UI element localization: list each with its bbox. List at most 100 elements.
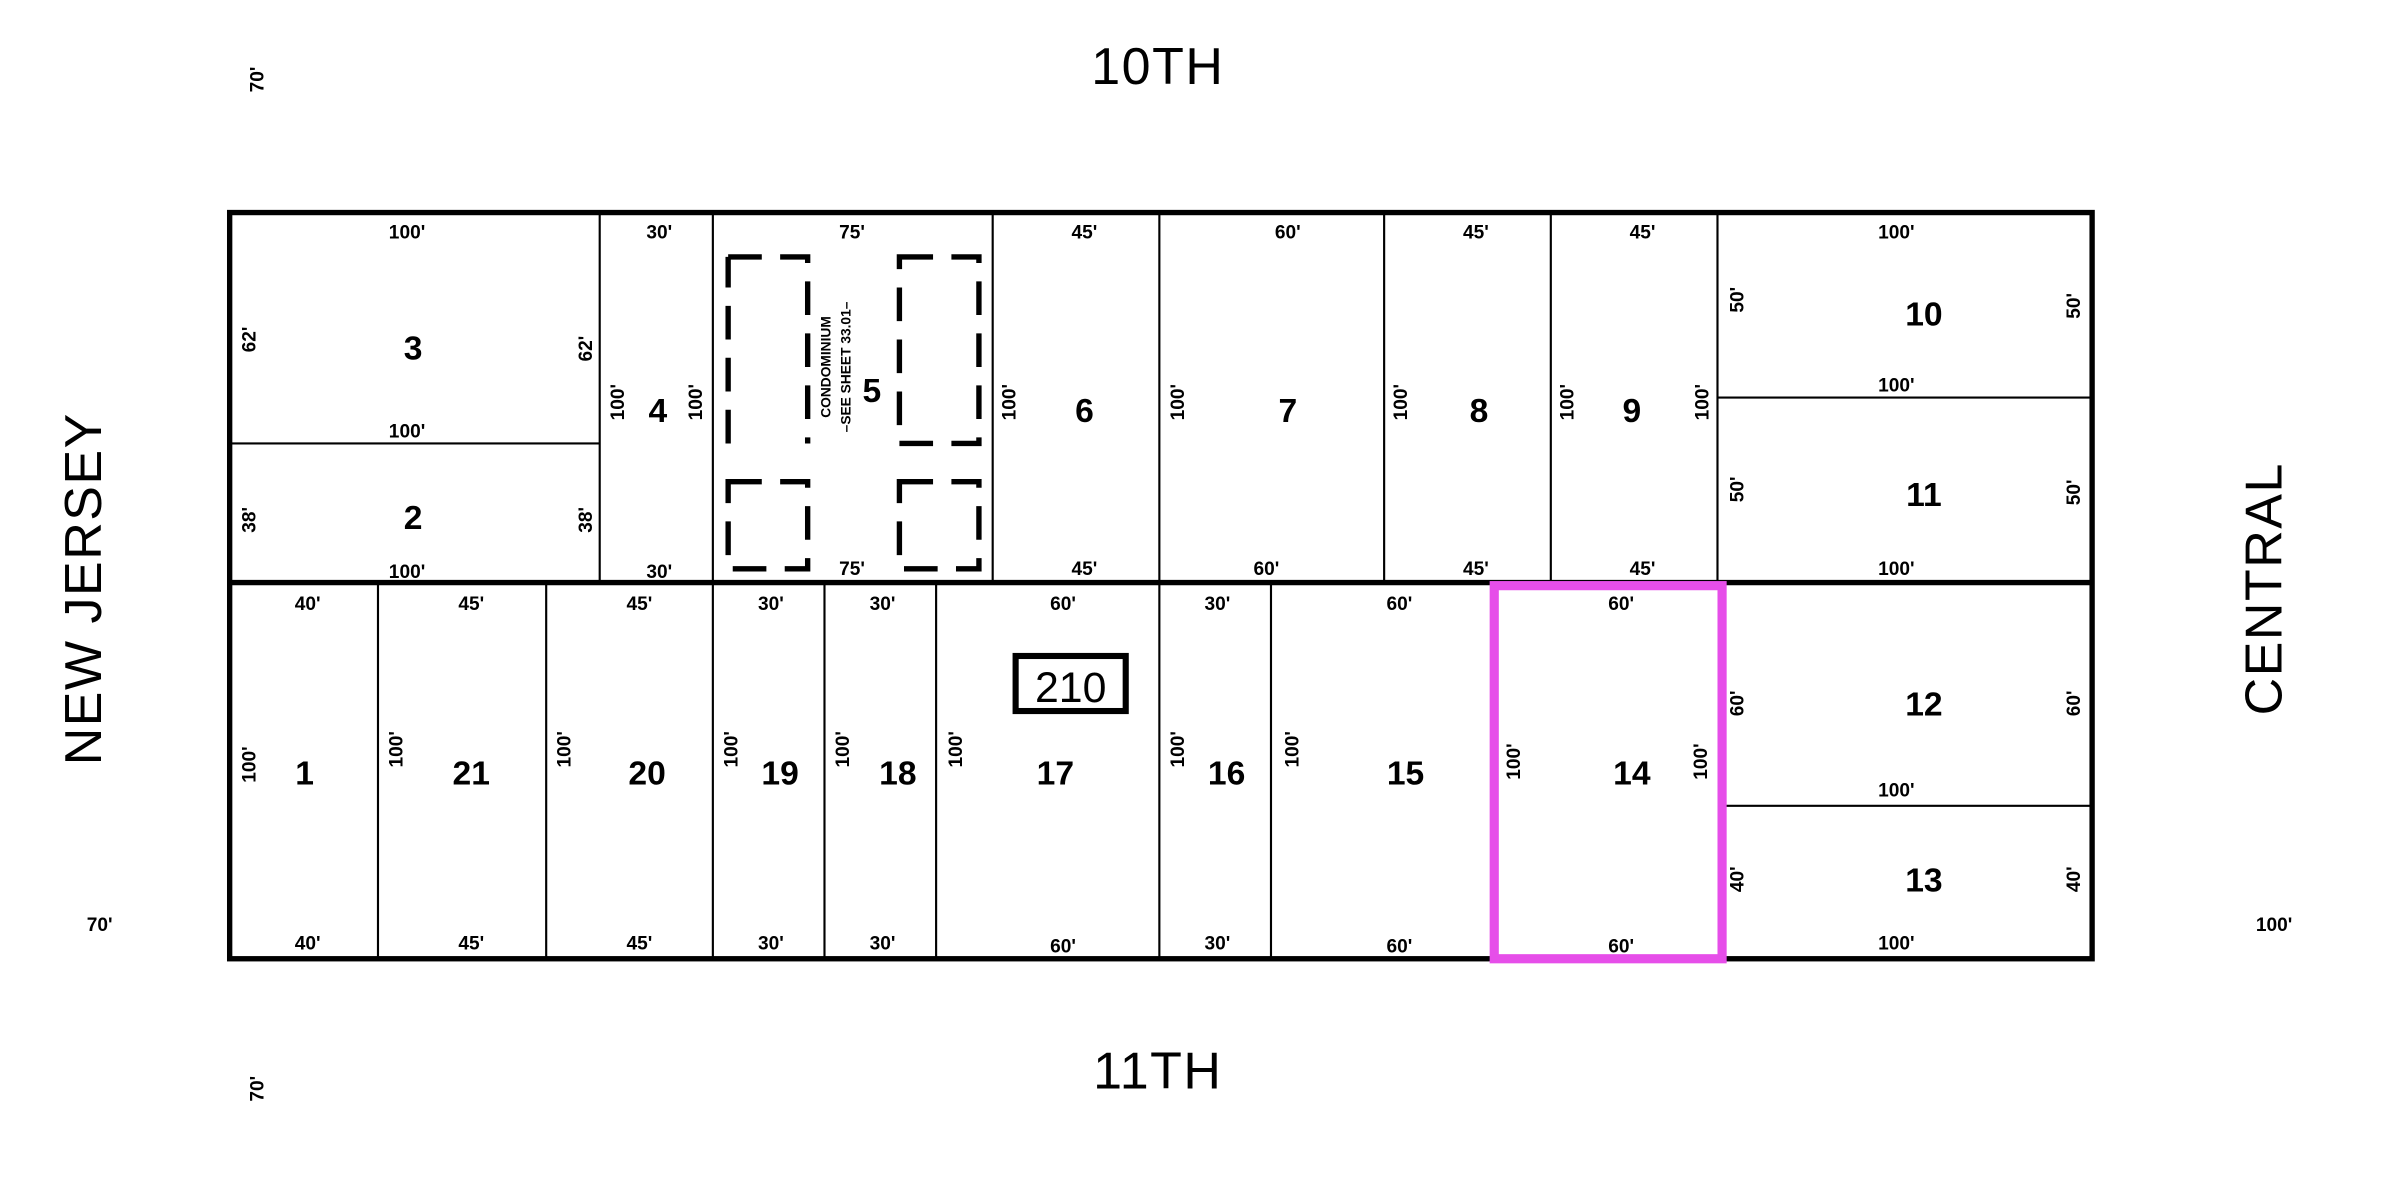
dimension-label: 50'	[2064, 479, 2085, 505]
dimension-label: 100'	[240, 746, 261, 782]
dimension-label: 60'	[1275, 223, 1301, 244]
lot-number[interactable]: 13	[1905, 862, 1942, 899]
condo-note-2: –SEE SHEET 33.01–	[838, 301, 853, 432]
dimension-label: 75'	[839, 223, 865, 244]
dimension-label: 45'	[1630, 223, 1656, 244]
dimension-label: 30'	[870, 934, 896, 955]
dimension-label: 100'	[1878, 559, 1914, 580]
dimension-label: 30'	[758, 594, 784, 615]
dimension-label: 100'	[1878, 223, 1914, 244]
dimension-label: 100'	[1878, 781, 1914, 802]
lot-number[interactable]: 14	[1613, 755, 1651, 792]
dimension-label: 100'	[1168, 384, 1189, 420]
street-east-label: CENTRAL	[2236, 462, 2294, 715]
dimension-label: 45'	[1463, 559, 1489, 580]
dimension-label: 50'	[1727, 476, 1748, 502]
dimension-label: 62'	[576, 336, 597, 362]
lot-numbers: 3 2 4 5 6 7 8 9 10 11 1 21 20 19 18 17 1…	[295, 297, 1942, 900]
lot-number[interactable]: 3	[404, 330, 423, 367]
dimension-label: 62'	[240, 327, 261, 353]
lot-number[interactable]: 2	[404, 500, 423, 537]
highlighted-lot-14[interactable]	[1489, 581, 1727, 964]
block-number: 210	[1035, 664, 1106, 712]
dimension-label: 100'	[389, 421, 425, 442]
dimension-label: 60'	[1387, 937, 1413, 958]
dimension-label: 30'	[646, 562, 672, 583]
dimension-label: 30'	[758, 934, 784, 955]
dimension-label: 38'	[576, 507, 597, 533]
street-width-west: 70'	[87, 915, 113, 936]
dimension-label: 100'	[1168, 731, 1189, 767]
lot-number[interactable]: 12	[1905, 687, 1942, 724]
lot-number[interactable]: 20	[628, 755, 665, 792]
dimension-label: 40'	[295, 594, 321, 615]
dimension-label: 100'	[946, 731, 967, 767]
dimension-label: 60'	[1387, 594, 1413, 615]
dimension-label: 100'	[1691, 743, 1712, 779]
lot-number[interactable]: 11	[1906, 477, 1942, 514]
frontage-dimensions: 100' 100' 100' 30' 30' 75' 75' 45' 45' 6…	[295, 223, 1915, 958]
dimension-label: 30'	[1205, 594, 1231, 615]
dimension-label: 100'	[608, 384, 629, 420]
dimension-label: 100'	[1558, 384, 1579, 420]
dimension-label: 100'	[1000, 384, 1021, 420]
dimension-label: 60'	[2064, 690, 2085, 716]
dimension-label: 100'	[686, 384, 707, 420]
lot-number[interactable]: 9	[1623, 393, 1642, 430]
dimension-label: 30'	[870, 594, 896, 615]
condo-note-1: CONDOMINIUM	[819, 316, 834, 418]
dimension-label: 60'	[1050, 594, 1076, 615]
dimension-label: 60'	[1608, 594, 1634, 615]
dimension-label: 45'	[627, 934, 653, 955]
dimension-label: 100'	[1878, 934, 1914, 955]
lot-number[interactable]: 5	[863, 373, 882, 410]
lot-number[interactable]: 16	[1208, 755, 1245, 792]
dimension-label: 100'	[833, 731, 854, 767]
dimension-label: 50'	[1727, 287, 1748, 313]
lot-number[interactable]: 15	[1387, 755, 1424, 792]
dimension-label: 60'	[1253, 559, 1279, 580]
lot-number[interactable]: 21	[453, 755, 490, 792]
lot-number[interactable]: 10	[1905, 297, 1942, 334]
dimension-label: 45'	[1072, 223, 1098, 244]
lot-number[interactable]: 7	[1278, 393, 1297, 430]
street-north: 10TH	[1091, 38, 1224, 96]
dimension-label: 38'	[240, 507, 261, 533]
dimension-label: 100'	[1283, 731, 1304, 767]
dimension-label: 45'	[627, 594, 653, 615]
street-width-east: 100'	[2256, 915, 2292, 936]
dimension-label: 40'	[295, 934, 321, 955]
lot-number[interactable]: 19	[761, 755, 798, 792]
dimension-label: 60'	[1608, 937, 1634, 958]
lot-number[interactable]: 1	[295, 755, 314, 792]
street-west-label: NEW JERSEY	[55, 412, 113, 765]
dimension-label: 100'	[386, 731, 407, 767]
lot-number[interactable]: 4	[648, 393, 667, 430]
street-width-south: 70'	[247, 1076, 268, 1102]
street-south: 11TH	[1093, 1043, 1222, 1101]
lot-number[interactable]: 17	[1037, 755, 1074, 792]
dimension-label: 100'	[1878, 375, 1914, 396]
street-width-north: 70'	[247, 67, 268, 93]
lot-lines	[226, 209, 2095, 962]
dimension-label: 45'	[458, 594, 484, 615]
dimension-label: 45'	[1630, 559, 1656, 580]
lot-number[interactable]: 18	[879, 755, 916, 792]
lot-number[interactable]: 6	[1075, 393, 1094, 430]
dimension-label: 100'	[1692, 384, 1713, 420]
block-number-box	[1012, 652, 1129, 715]
dimension-label: 45'	[1463, 223, 1489, 244]
dimension-label: 75'	[839, 559, 865, 580]
depth-dimensions: 62' 62' 38' 38' 100' 100' 100' 100' 100'…	[240, 287, 2085, 892]
dimension-label: 40'	[2064, 866, 2085, 892]
dimension-label: 60'	[1727, 690, 1748, 716]
dimension-label: 100'	[1504, 743, 1525, 779]
dimension-label: 45'	[1072, 559, 1098, 580]
dimension-label: 30'	[646, 223, 672, 244]
dimension-label: 50'	[2064, 293, 2085, 319]
lot-number[interactable]: 8	[1470, 393, 1489, 430]
dimension-label: 30'	[1205, 934, 1231, 955]
dimension-label: 60'	[1050, 937, 1076, 958]
dimension-label: 100'	[389, 562, 425, 583]
